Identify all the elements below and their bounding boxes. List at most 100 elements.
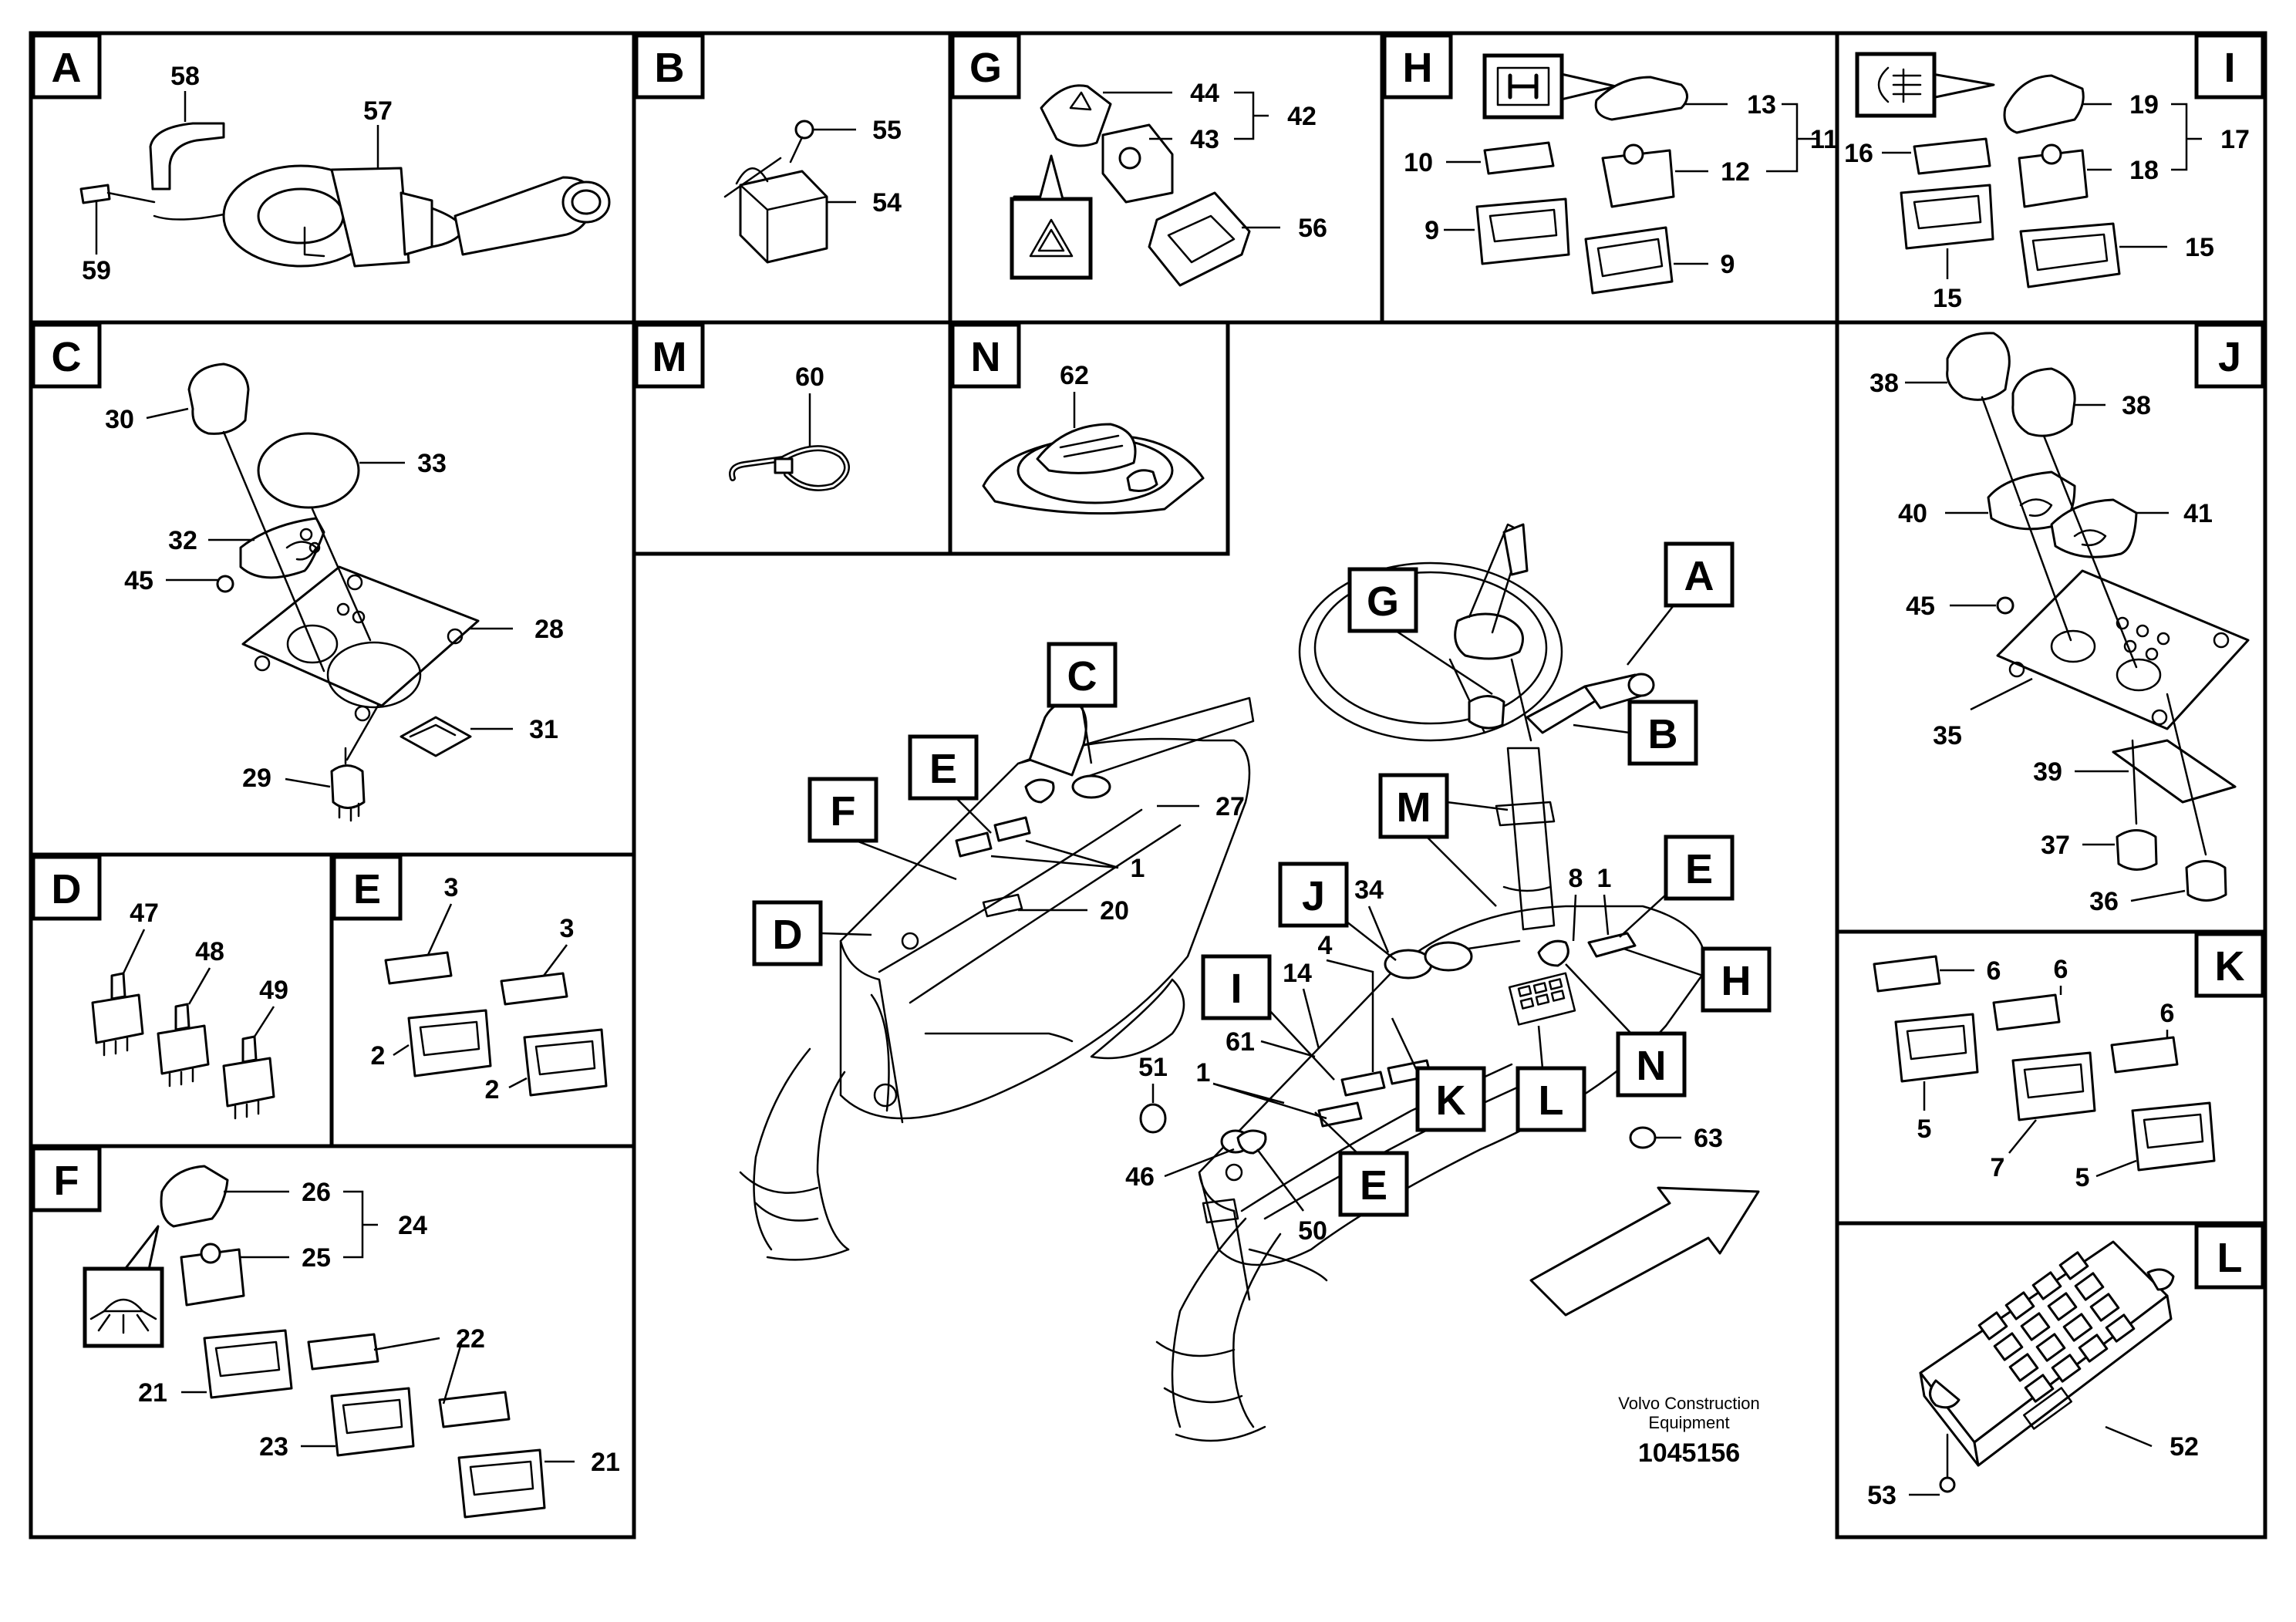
switch-keypad-module: [1919, 1240, 2175, 1493]
label-35: 35: [1933, 721, 1962, 750]
label-49: 49: [259, 976, 288, 1005]
label-45-c: 45: [124, 566, 153, 595]
label-15-left: 15: [1933, 284, 1962, 313]
panel-e-letter: E: [353, 866, 381, 912]
hazard-switch: [1040, 84, 1251, 287]
svg-text:E: E: [929, 746, 957, 792]
panel-j: J 38: [1870, 322, 2265, 916]
work-light-switch: [160, 1165, 546, 1519]
panel-g-letter: G: [969, 45, 1002, 91]
panel-b: B 55 54: [634, 33, 902, 264]
svg-text:E: E: [1360, 1162, 1387, 1209]
left-console: [739, 696, 1255, 1261]
label-55: 55: [872, 116, 902, 145]
svg-text:M: M: [1397, 784, 1431, 831]
panel-c-letter: C: [52, 334, 82, 380]
fog-lamp-switch: [1900, 74, 2121, 288]
label-48: 48: [195, 937, 224, 966]
direction-arrow-icon: [1529, 1186, 1760, 1317]
svg-text:D: D: [773, 912, 803, 958]
work-light-icon: [83, 1225, 164, 1348]
svg-text:I: I: [1230, 966, 1242, 1012]
panel-l: L: [1867, 1223, 2265, 1510]
panel-d: D 47 48 49: [31, 855, 288, 1120]
label-22: 22: [456, 1324, 485, 1354]
label-13: 13: [1747, 90, 1776, 120]
rear-fog-lamp-icon: [1855, 52, 1995, 118]
label-54: 54: [872, 188, 902, 218]
panel-k: K 6 6 6 5 7 5: [1873, 932, 2265, 1192]
overview-callout-l: L: [1515, 1025, 1586, 1132]
svg-text:H: H: [1721, 958, 1752, 1004]
label-24: 24: [398, 1211, 427, 1240]
label-9-right: 9: [1721, 250, 1735, 279]
overview-label-1-c: 1: [1196, 1058, 1211, 1088]
label-5-left: 5: [1917, 1114, 1932, 1144]
overview-label-46: 46: [1125, 1162, 1155, 1192]
svg-text:C: C: [1067, 653, 1097, 700]
panel-h-letter: H: [1403, 45, 1433, 91]
overview-label-27: 27: [1215, 792, 1245, 821]
toggle-switches: [91, 972, 275, 1120]
overview-label-51: 51: [1138, 1053, 1168, 1082]
label-10: 10: [1404, 148, 1433, 177]
multi-function-lever: [79, 122, 611, 268]
label-36: 36: [2089, 887, 2119, 916]
svg-text:B: B: [1648, 711, 1678, 757]
credit-line-1: Volvo Construction: [1618, 1394, 1759, 1413]
panel-d-letter: D: [52, 866, 82, 912]
label-40: 40: [1898, 499, 1927, 528]
rotary-switch-assembly: [187, 363, 480, 822]
panel-m-letter: M: [652, 334, 687, 380]
diff-lock-switch: [1475, 76, 1688, 295]
label-59: 59: [82, 256, 111, 285]
label-6-a: 6: [1987, 956, 2001, 986]
panel-c: C 30 33: [31, 322, 564, 822]
label-45-j: 45: [1906, 592, 1935, 621]
overview-callout-b: B: [1573, 700, 1698, 766]
document-number: 1045156: [1638, 1438, 1740, 1468]
label-28: 28: [534, 615, 564, 644]
label-38-right: 38: [2122, 391, 2151, 420]
label-17: 17: [2220, 125, 2250, 154]
cable-tie: [729, 445, 850, 491]
label-3-right: 3: [560, 914, 575, 943]
label-52: 52: [2170, 1432, 2199, 1462]
label-2-right: 2: [485, 1075, 500, 1104]
overview-label-1-b: 1: [1597, 864, 1612, 893]
panel-b-letter: B: [655, 45, 685, 91]
label-42: 42: [1287, 102, 1317, 131]
overview-label-4: 4: [1318, 931, 1333, 960]
panel-f: F 26 25 24 22 21 23: [31, 1146, 620, 1519]
label-23: 23: [259, 1432, 288, 1462]
overview-label-8: 8: [1569, 864, 1583, 893]
svg-text:A: A: [1684, 553, 1714, 599]
overview-callout-e-left: E: [908, 734, 992, 834]
label-15-right: 15: [2185, 233, 2214, 262]
panel-n: N 62: [950, 322, 1205, 515]
label-9-left: 9: [1424, 216, 1439, 245]
dual-rotary-switch-assembly: [1946, 332, 2250, 902]
panel-i-letter: I: [2224, 45, 2235, 91]
label-12: 12: [1721, 157, 1750, 187]
panel-m: M 60: [634, 322, 850, 491]
panel-n-letter: N: [971, 334, 1001, 380]
label-2-left: 2: [371, 1041, 386, 1071]
label-41: 41: [2183, 499, 2213, 528]
panel-a: A 58 57 59: [31, 33, 611, 285]
label-29: 29: [242, 764, 271, 793]
label-31: 31: [529, 715, 558, 744]
overview-label-14: 14: [1283, 959, 1312, 988]
panel-k-letter: K: [2215, 943, 2245, 990]
label-32: 32: [168, 526, 197, 555]
label-7: 7: [1991, 1153, 2005, 1182]
blank-switch-inserts: [1873, 955, 2216, 1172]
overview-callout-n: N: [1565, 963, 1687, 1098]
label-44: 44: [1190, 79, 1219, 108]
overview-callout-e-right: E: [1619, 835, 1735, 938]
overview-callout-h: H: [1623, 946, 1772, 1013]
panel-a-letter: A: [52, 45, 82, 91]
overview-callout-g: G: [1347, 567, 1493, 696]
overview-callout-c: C: [1047, 642, 1118, 764]
label-37: 37: [2041, 831, 2070, 860]
